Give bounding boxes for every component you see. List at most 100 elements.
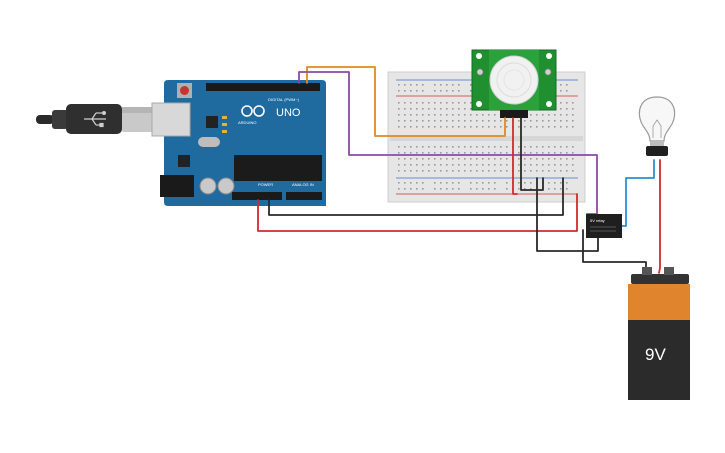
breadboard-hole[interactable] xyxy=(452,182,454,184)
breadboard-hole[interactable] xyxy=(398,158,400,160)
breadboard-hole[interactable] xyxy=(428,164,430,166)
breadboard-hole[interactable] xyxy=(458,152,460,154)
breadboard-hole[interactable] xyxy=(416,152,418,154)
breadboard-hole[interactable] xyxy=(530,114,532,116)
breadboard-hole[interactable] xyxy=(470,152,472,154)
breadboard-hole[interactable] xyxy=(470,90,472,92)
breadboard-hole[interactable] xyxy=(470,170,472,172)
breadboard-hole[interactable] xyxy=(470,182,472,184)
breadboard-hole[interactable] xyxy=(458,114,460,116)
breadboard-hole[interactable] xyxy=(488,152,490,154)
breadboard-hole[interactable] xyxy=(410,114,412,116)
breadboard-hole[interactable] xyxy=(440,158,442,160)
breadboard-hole[interactable] xyxy=(530,188,532,190)
breadboard-hole[interactable] xyxy=(482,146,484,148)
breadboard-hole[interactable] xyxy=(446,152,448,154)
breadboard-hole[interactable] xyxy=(476,182,478,184)
breadboard-hole[interactable] xyxy=(572,146,574,148)
breadboard-hole[interactable] xyxy=(524,158,526,160)
breadboard-hole[interactable] xyxy=(452,126,454,128)
breadboard-hole[interactable] xyxy=(542,114,544,116)
breadboard-hole[interactable] xyxy=(566,108,568,110)
breadboard-hole[interactable] xyxy=(560,108,562,110)
breadboard-hole[interactable] xyxy=(404,108,406,110)
breadboard-hole[interactable] xyxy=(494,120,496,122)
breadboard-hole[interactable] xyxy=(440,90,442,92)
wire-black-relay[interactable] xyxy=(536,177,599,252)
breadboard-hole[interactable] xyxy=(398,170,400,172)
breadboard-hole[interactable] xyxy=(458,126,460,128)
breadboard-hole[interactable] xyxy=(458,84,460,86)
breadboard-hole[interactable] xyxy=(554,182,556,184)
breadboard-hole[interactable] xyxy=(518,164,520,166)
breadboard-hole[interactable] xyxy=(500,120,502,122)
breadboard-hole[interactable] xyxy=(404,114,406,116)
breadboard-hole[interactable] xyxy=(518,158,520,160)
breadboard-hole[interactable] xyxy=(470,120,472,122)
breadboard-hole[interactable] xyxy=(524,182,526,184)
breadboard-hole[interactable] xyxy=(494,158,496,160)
breadboard-hole[interactable] xyxy=(452,158,454,160)
breadboard-hole[interactable] xyxy=(482,126,484,128)
breadboard-hole[interactable] xyxy=(428,146,430,148)
wire-red-5v[interactable] xyxy=(257,193,578,232)
breadboard-hole[interactable] xyxy=(464,170,466,172)
breadboard-hole[interactable] xyxy=(494,164,496,166)
breadboard-hole[interactable] xyxy=(452,90,454,92)
breadboard-hole[interactable] xyxy=(506,158,508,160)
breadboard-hole[interactable] xyxy=(494,146,496,148)
breadboard-hole[interactable] xyxy=(566,84,568,86)
breadboard-hole[interactable] xyxy=(416,102,418,104)
breadboard-hole[interactable] xyxy=(542,146,544,148)
breadboard-hole[interactable] xyxy=(530,120,532,122)
breadboard-hole[interactable] xyxy=(536,114,538,116)
breadboard-hole[interactable] xyxy=(440,126,442,128)
breadboard-hole[interactable] xyxy=(536,164,538,166)
light-bulb-icon[interactable] xyxy=(638,96,676,156)
breadboard-hole[interactable] xyxy=(446,84,448,86)
breadboard-hole[interactable] xyxy=(518,182,520,184)
breadboard-hole[interactable] xyxy=(410,170,412,172)
breadboard-hole[interactable] xyxy=(554,188,556,190)
breadboard-hole[interactable] xyxy=(476,164,478,166)
breadboard-hole[interactable] xyxy=(524,146,526,148)
breadboard-hole[interactable] xyxy=(548,188,550,190)
breadboard-hole[interactable] xyxy=(422,120,424,122)
breadboard-hole[interactable] xyxy=(416,126,418,128)
wire-red-pir[interactable] xyxy=(512,117,518,195)
breadboard-hole[interactable] xyxy=(572,120,574,122)
breadboard-hole[interactable] xyxy=(566,146,568,148)
breadboard-hole[interactable] xyxy=(536,158,538,160)
breadboard-hole[interactable] xyxy=(566,120,568,122)
breadboard-hole[interactable] xyxy=(542,120,544,122)
breadboard-hole[interactable] xyxy=(452,152,454,154)
breadboard-hole[interactable] xyxy=(404,158,406,160)
breadboard-hole[interactable] xyxy=(410,84,412,86)
breadboard-hole[interactable] xyxy=(554,152,556,154)
wire-orange[interactable] xyxy=(306,66,506,137)
breadboard-hole[interactable] xyxy=(560,188,562,190)
breadboard-hole[interactable] xyxy=(416,146,418,148)
breadboard-hole[interactable] xyxy=(422,84,424,86)
breadboard-hole[interactable] xyxy=(560,152,562,154)
breadboard-hole[interactable] xyxy=(398,120,400,122)
breadboard-hole[interactable] xyxy=(452,84,454,86)
breadboard-hole[interactable] xyxy=(422,108,424,110)
breadboard-hole[interactable] xyxy=(494,152,496,154)
breadboard-hole[interactable] xyxy=(452,170,454,172)
breadboard-hole[interactable] xyxy=(548,120,550,122)
breadboard-hole[interactable] xyxy=(434,152,436,154)
breadboard-hole[interactable] xyxy=(548,164,550,166)
breadboard-hole[interactable] xyxy=(560,90,562,92)
breadboard-hole[interactable] xyxy=(476,114,478,116)
wire-blue[interactable] xyxy=(621,159,655,227)
breadboard-hole[interactable] xyxy=(398,102,400,104)
breadboard-hole[interactable] xyxy=(446,170,448,172)
breadboard-hole[interactable] xyxy=(494,126,496,128)
breadboard-hole[interactable] xyxy=(452,108,454,110)
breadboard-hole[interactable] xyxy=(566,152,568,154)
breadboard-hole[interactable] xyxy=(464,120,466,122)
breadboard-hole[interactable] xyxy=(524,164,526,166)
breadboard-hole[interactable] xyxy=(434,170,436,172)
breadboard-hole[interactable] xyxy=(530,182,532,184)
